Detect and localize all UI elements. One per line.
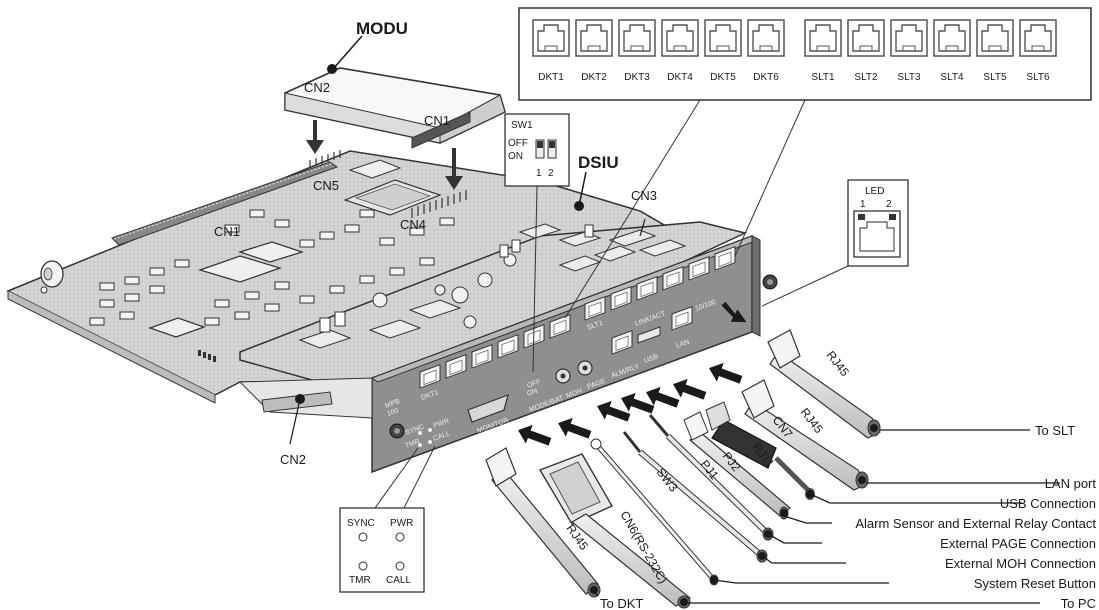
jack-label-slt6: SLT6 bbox=[1026, 72, 1050, 83]
callout-reset: System Reset Button bbox=[974, 576, 1096, 591]
sw1-title: SW1 bbox=[511, 120, 533, 131]
led-2: 2 bbox=[886, 199, 892, 210]
jack-label-slt5: SLT5 bbox=[983, 72, 1007, 83]
cable-rj45-lan: RJ45 bbox=[798, 405, 826, 436]
callout-page: External PAGE Connection bbox=[940, 536, 1096, 551]
jack-label-dkt5: DKT5 bbox=[710, 72, 736, 83]
status-pwr: PWR bbox=[390, 518, 413, 529]
label-cn1-modu: CN1 bbox=[424, 113, 450, 128]
jack-label-slt2: SLT2 bbox=[854, 72, 878, 83]
jack-label-dkt3: DKT3 bbox=[624, 72, 650, 83]
callout-moh: External MOH Connection bbox=[945, 556, 1096, 571]
main-board bbox=[6, 150, 692, 404]
callout-lan-port: LAN port bbox=[1045, 476, 1097, 491]
status-tmr: TMR bbox=[349, 575, 371, 586]
callout-to-dkt: To DKT bbox=[600, 596, 643, 610]
jack-label-slt3: SLT3 bbox=[897, 72, 921, 83]
jack-label-dkt6: DKT6 bbox=[753, 72, 779, 83]
modu-module bbox=[284, 67, 506, 149]
label-cn1-board: CN1 bbox=[214, 224, 240, 239]
faceplate-on: ON bbox=[526, 388, 538, 398]
jack-panel: DKT1 DKT2 DKT3 DKT4 DKT5 DKT6 SLT1 SLT2 … bbox=[518, 7, 1092, 319]
jack-label-slt4: SLT4 bbox=[940, 72, 964, 83]
callout-alarm: Alarm Sensor and External Relay Contact bbox=[855, 516, 1096, 531]
label-cn5: CN5 bbox=[313, 178, 339, 193]
cable-sw3: SW3 bbox=[654, 465, 681, 494]
faceplate-tmr: TMR bbox=[404, 438, 421, 450]
label-cn2-board: CN2 bbox=[280, 452, 306, 467]
sw1-off: OFF bbox=[508, 138, 528, 149]
faceplate-usb: USB bbox=[643, 353, 659, 365]
label-cn3: CN3 bbox=[631, 188, 657, 203]
sw1-on: ON bbox=[508, 151, 523, 162]
down-arrows bbox=[306, 120, 463, 190]
jack-label-dkt4: DKT4 bbox=[667, 72, 693, 83]
jack-label-dkt2: DKT2 bbox=[581, 72, 607, 83]
sw1-switch: SW1 OFF ON 1 2 bbox=[504, 113, 570, 373]
status-led-box: SYNC PWR TMR CALL bbox=[339, 445, 436, 593]
faceplate: MPB 100 DKT1 SLT1 MONITOR MODE/BAT MOH P… bbox=[238, 234, 778, 474]
status-call: CALL bbox=[386, 575, 411, 586]
faceplate-lan: LAN bbox=[675, 339, 690, 350]
callout-to-pc: To PC bbox=[1061, 596, 1096, 610]
insertion-arrows bbox=[518, 301, 747, 446]
label-cn2-modu: CN2 bbox=[304, 80, 330, 95]
callout-dots bbox=[295, 64, 878, 606]
faceplate-off: OFF bbox=[526, 379, 542, 390]
callout-usb: USB Connection bbox=[1000, 496, 1096, 511]
jack-label-slt1: SLT1 bbox=[811, 72, 835, 83]
led-title: LED bbox=[865, 186, 884, 197]
faceplate-model-bottom: 100 bbox=[386, 407, 399, 418]
dsiu-title: DSIU bbox=[578, 153, 619, 172]
faceplate-model-top: MPB bbox=[384, 398, 401, 410]
led-1: 1 bbox=[860, 199, 866, 210]
cable-rj45-slt: RJ45 bbox=[824, 348, 852, 379]
led-indicator-box: LED 1 2 bbox=[761, 179, 909, 307]
label-cn4: CN4 bbox=[400, 217, 426, 232]
modu-title: MODU bbox=[356, 19, 408, 38]
status-sync: SYNC bbox=[347, 518, 375, 529]
jack-label-dkt1: DKT1 bbox=[538, 72, 564, 83]
callout-to-slt: To SLT bbox=[1035, 423, 1075, 438]
sw1-pos2: 2 bbox=[548, 168, 554, 179]
sw1-pos1: 1 bbox=[536, 168, 542, 179]
